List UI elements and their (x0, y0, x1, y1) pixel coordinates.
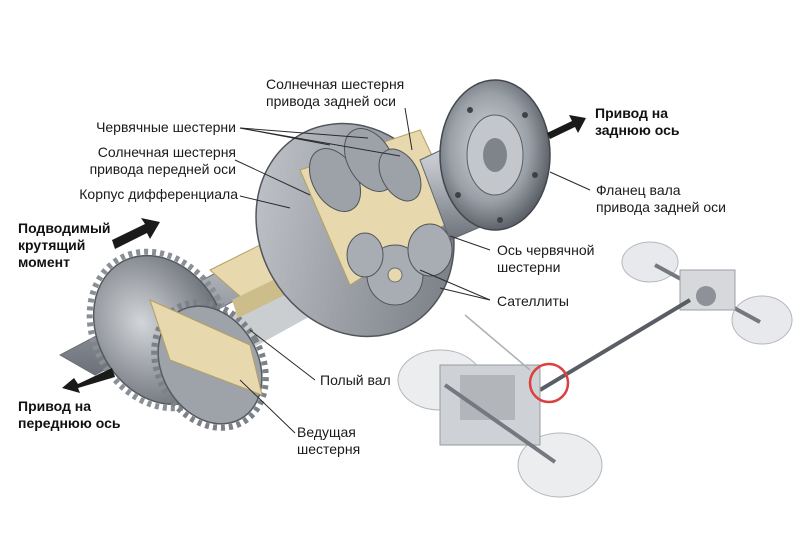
input-torque-arrow (112, 218, 160, 249)
leader-rear-flange (549, 171, 591, 191)
leader-drive-gear (239, 379, 296, 434)
propeller-shaft (538, 298, 692, 392)
leader-lines (234, 107, 591, 434)
leader-diff-housing (239, 195, 291, 209)
rear-drive-arrow (547, 115, 586, 139)
label-satellites: Сателлиты (497, 293, 569, 309)
label-rear-flange: Фланец вала привода задней оси (596, 182, 726, 215)
vehicle-chassis-inset (397, 241, 793, 498)
leader-hollow-shaft (249, 329, 316, 381)
label-worm-gear-axle: Ось червячной шестерни (497, 242, 595, 275)
torque-flow-arrows (62, 115, 586, 393)
rear-axle-module (621, 241, 793, 345)
label-drive-gear: Ведущая шестерня (297, 424, 361, 457)
front-axle-module (397, 349, 603, 498)
drive-gear (86, 248, 269, 431)
diff-location-highlight (528, 362, 570, 404)
leader-sun-gear-rear (404, 107, 413, 151)
label-sun-gear-rear: Солнечная шестерня привода задней оси (266, 76, 405, 109)
rear-output-flange (419, 79, 551, 241)
label-hollow-shaft: Полый вал (320, 372, 391, 388)
inset-pointer-line (464, 314, 531, 371)
label-input-torque: Подводимый крутящий момент (18, 220, 111, 270)
label-diff-housing: Корпус дифференциала (79, 186, 238, 202)
label-rear-drive: Привод на заднюю ось (595, 105, 680, 138)
differential-housing (255, 122, 461, 338)
label-front-drive: Привод на переднюю ось (18, 398, 121, 431)
leader-satellites (439, 287, 491, 301)
front-drive-arrow (62, 368, 115, 393)
leader-sun-gear-front (234, 159, 311, 196)
label-sun-gear-front: Солнечная шестерня привода передней оси (89, 144, 236, 177)
label-worm-gears: Червячные шестерни (96, 119, 236, 135)
leader-worm-gear-axle (449, 235, 491, 251)
